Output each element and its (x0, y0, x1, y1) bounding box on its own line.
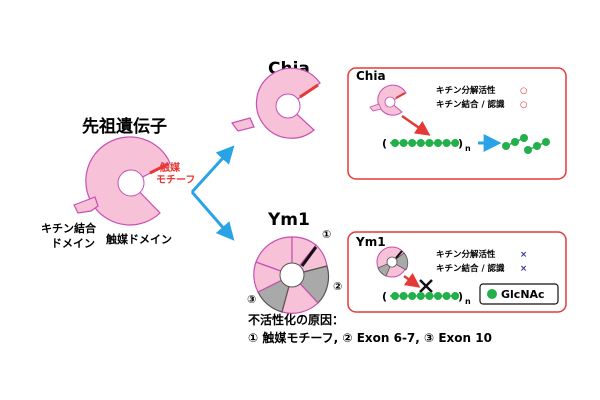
glcnac-bead (434, 139, 442, 147)
chia-box-binding-icon (369, 103, 382, 112)
ym1-group: Ym1 ① ② ③ 不活性化の原因： ① 触媒モチーフ, ② Exon 6-7,… (247, 210, 567, 345)
ym1-domain-hole (279, 262, 305, 288)
chia-cleave-arrow (401, 114, 431, 136)
ym1-num1: ① (322, 228, 331, 241)
chia-box-enzyme-hole (384, 96, 396, 108)
arrow-to-ym1 (190, 191, 235, 241)
ym1-binding-mark: × (520, 264, 527, 274)
chia-product-bead (511, 138, 519, 146)
glcnac-bead (399, 292, 408, 300)
glcnac-bead (408, 292, 417, 300)
glcnac-bead (425, 292, 434, 300)
ym1-num2: ② (333, 280, 342, 293)
chia-product-bead (502, 142, 510, 150)
ym1-box-title: Ym1 (355, 235, 386, 249)
glcnac-bead (416, 139, 425, 147)
glcnac-bead (425, 139, 434, 147)
chia-activity-mark: ○ (520, 86, 527, 96)
chia-box-motif (395, 92, 406, 99)
chia-binding-mark: ○ (520, 100, 527, 110)
ym1-box-enzyme-icon (376, 246, 409, 278)
arrow-to-chia (190, 145, 235, 194)
chia-chain-close: ) (458, 137, 463, 150)
ym1-cause-text: ① 触媒モチーフ, ② Exon 6-7, ③ Exon 10 (248, 330, 492, 345)
glcnac-legend-label: GlcNAc (501, 288, 545, 301)
motif-label-line1: 触媒 (159, 161, 181, 174)
chia-products (502, 134, 550, 154)
ym1-chain-open: ( (382, 290, 387, 303)
glcnac-bead (451, 139, 460, 147)
ym1-cause-title: 不活性化の原因： (248, 312, 344, 327)
glcnac-bead (408, 139, 417, 147)
glcnac-bead (391, 292, 399, 300)
ym1-activity-mark: × (520, 250, 527, 260)
ym1-blocked-arrow (403, 272, 421, 288)
ym1-title: Ym1 (267, 210, 310, 230)
chia-box-title: Chia (356, 69, 386, 83)
ym1-inactive-motif (300, 246, 318, 267)
glcnac-bead (434, 292, 442, 300)
glcnac-legend (479, 283, 559, 305)
chia-chitin-binding-domain (230, 117, 255, 132)
ym1-num3: ③ (247, 293, 256, 306)
glcnac-legend-swatch (487, 289, 497, 299)
chia-binding-label: キチン結合 / 認識 (436, 99, 505, 110)
ancestor-group: 先祖遺伝子 触媒 モチーフ キチン結合 ドメイン 触媒ドメイン (41, 116, 195, 250)
chia-product-bead (520, 134, 528, 142)
chia-catalytic-motif (299, 83, 319, 99)
chia-chain-beads (391, 139, 460, 147)
branch-arrows (190, 145, 235, 241)
ancestor-catalytic-motif (149, 162, 169, 175)
chia-product-bead (524, 146, 532, 154)
ym1-domain-wheel (253, 236, 330, 314)
ym1-block-x (419, 279, 433, 293)
ancestor-domain-hole (117, 169, 145, 197)
catalytic-domain-label: 触媒ドメイン (105, 232, 172, 246)
ancestor-chitin-binding-domain (73, 196, 99, 214)
glcnac-bead (416, 292, 425, 300)
glcnac-bead (451, 292, 460, 300)
chia-product-bead (533, 142, 541, 150)
glcnac-bead (391, 139, 399, 147)
glcnac-bead (399, 139, 408, 147)
glcnac-bead (442, 139, 451, 147)
chia-group: Chia Chia キチン分解活性 ○ キチン結合 / 認識 ○ ( ) n (230, 59, 567, 180)
chitin-binding-label-line2: ドメイン (51, 237, 95, 250)
chia-activity-label: キチン分解活性 (436, 85, 496, 96)
chia-chain-n: n (465, 144, 471, 153)
ym1-chain-close: ) (458, 290, 463, 303)
chia-domain-hole (275, 93, 301, 119)
ym1-binding-label: キチン結合 / 認識 (436, 263, 505, 274)
chia-product-bead (542, 138, 550, 146)
glcnac-bead (442, 292, 451, 300)
ym1-chain-n: n (465, 297, 471, 306)
motif-label-line2: モチーフ (156, 174, 195, 186)
ym1-activity-label: キチン分解活性 (436, 249, 496, 260)
chia-chain-open: ( (382, 137, 387, 150)
ym1-chain-beads (391, 292, 460, 300)
ym1-sector (255, 236, 293, 276)
ancestor-title: 先祖遺伝子 (82, 116, 167, 137)
chitin-binding-label-line1: キチン結合 (41, 221, 97, 235)
chia-info-box (347, 67, 567, 180)
